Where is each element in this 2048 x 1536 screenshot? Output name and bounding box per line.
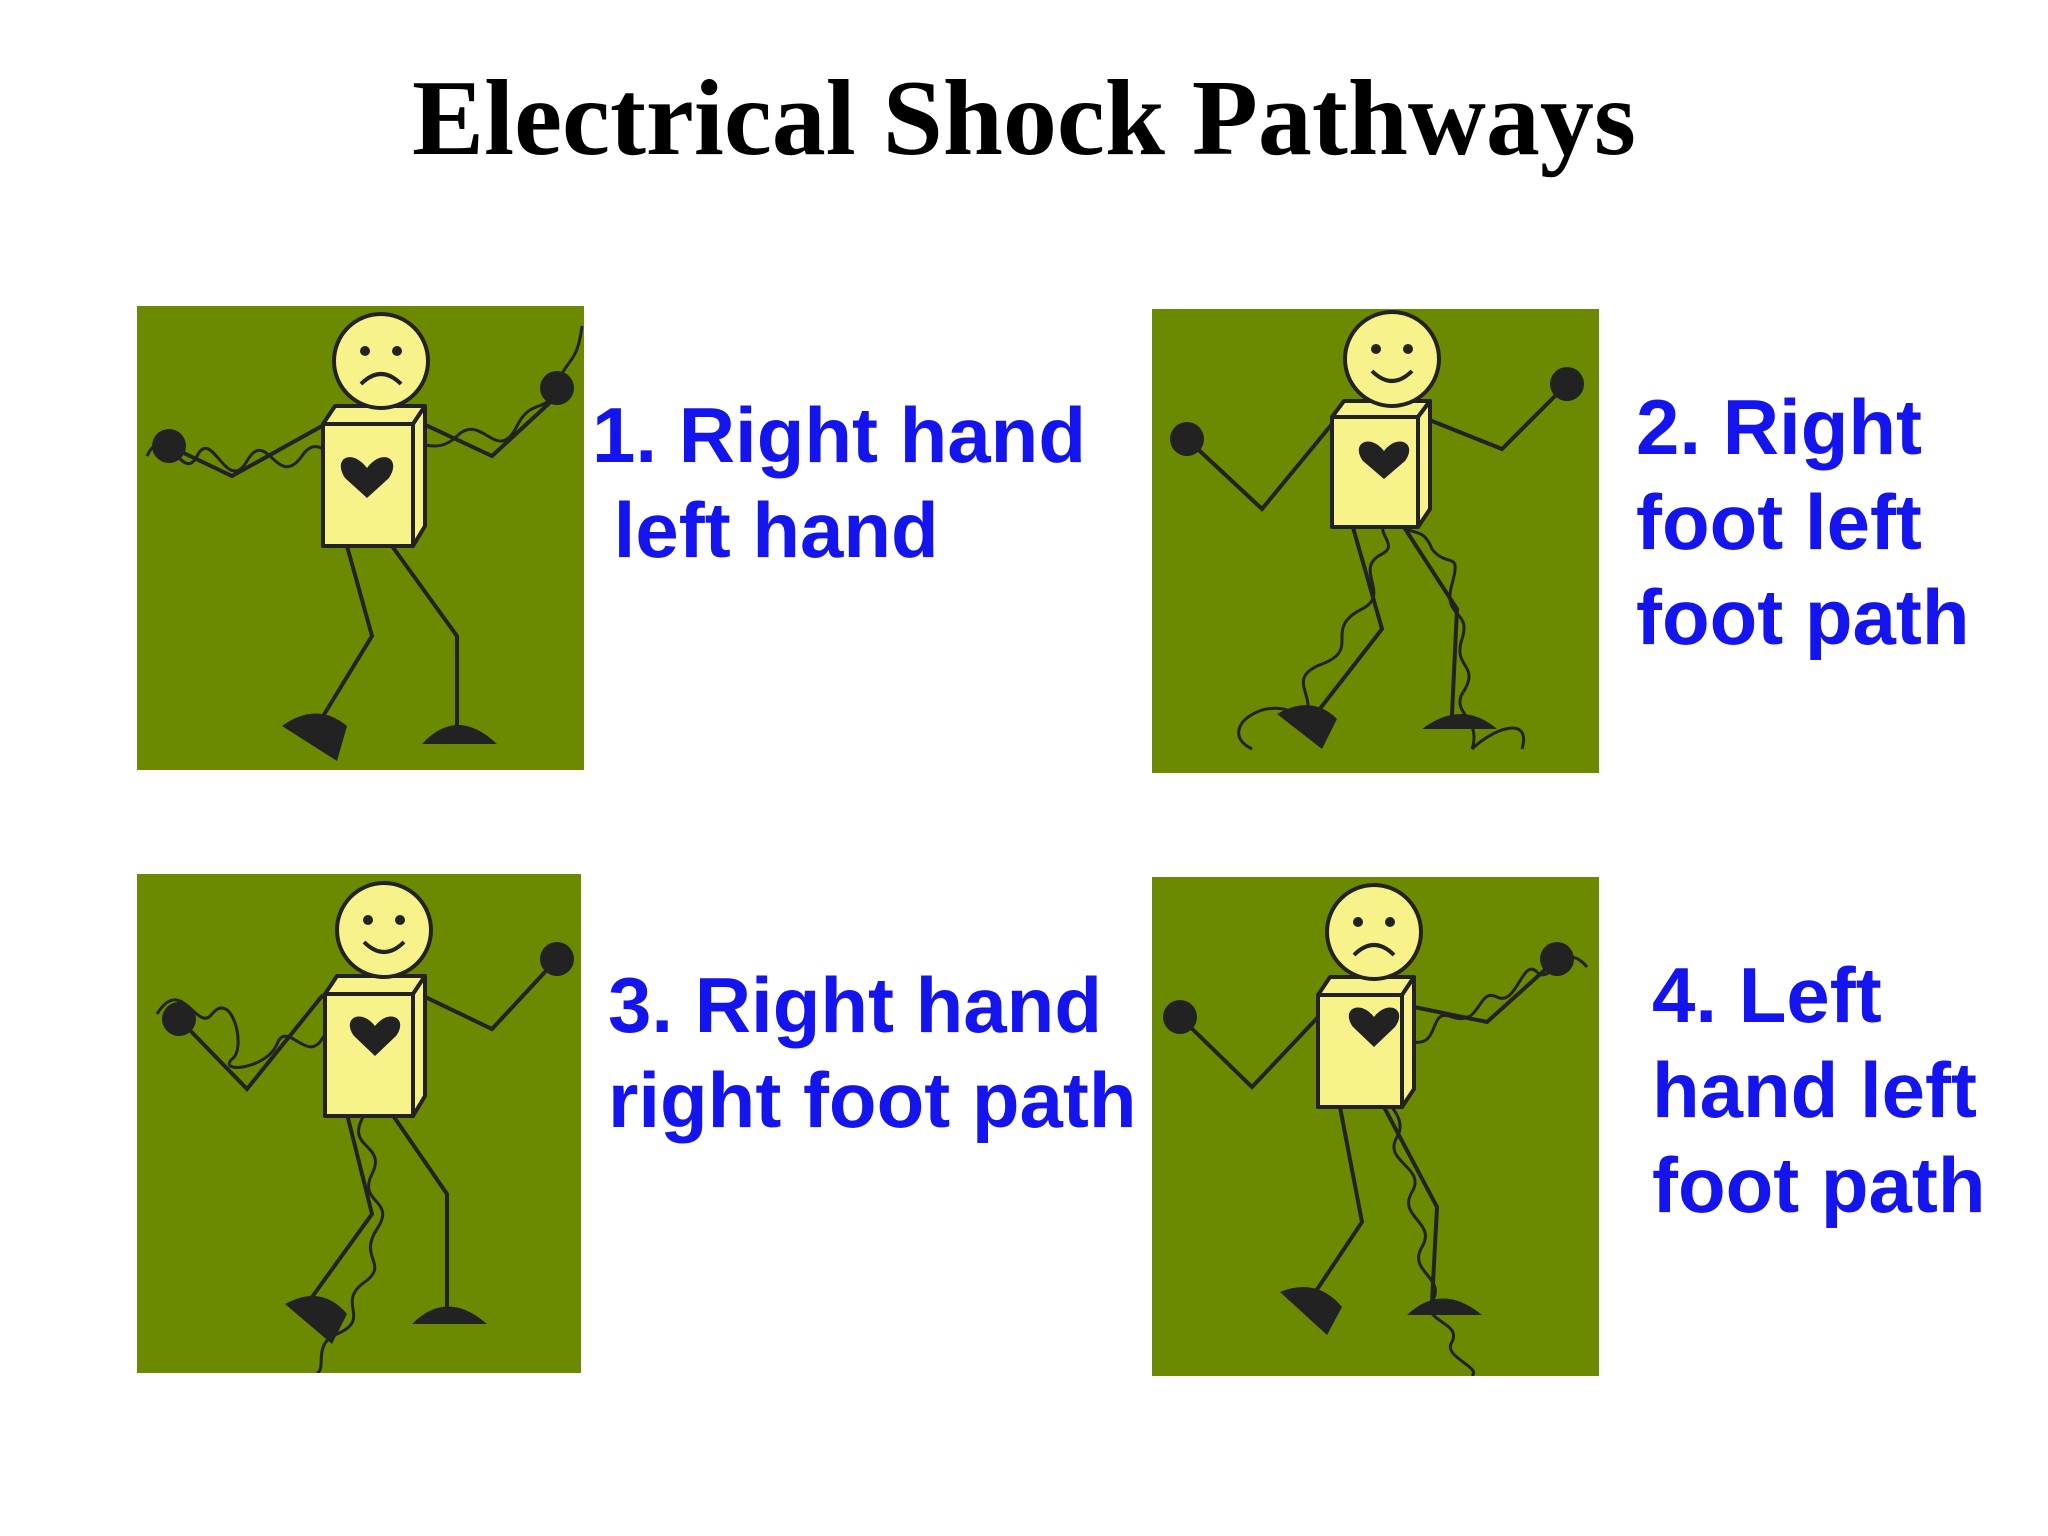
right-hand: [152, 429, 186, 463]
left-hand: [540, 942, 574, 976]
left-leg: [1400, 522, 1460, 716]
left-hand: [1550, 367, 1584, 401]
left-foot: [412, 1306, 487, 1324]
head: [335, 881, 433, 979]
left-hand: [1540, 942, 1574, 976]
right-foot: [285, 1296, 347, 1344]
stick-figure-illustration: [155, 881, 574, 1373]
stick-figure-illustration: [1170, 310, 1584, 751]
stick-figure-illustration: [1163, 883, 1589, 1376]
caption-1: 1. Right hand left hand: [592, 388, 1086, 578]
left-arm: [1425, 382, 1569, 452]
head: [332, 312, 430, 410]
left-eye: [360, 346, 370, 356]
right-leg: [1310, 1105, 1365, 1299]
caption-line: 3. Right hand: [608, 961, 1102, 1049]
right-foot: [282, 713, 347, 761]
happy-mouth: [362, 940, 406, 954]
right-arm: [167, 424, 324, 479]
sad-mouth: [359, 372, 403, 386]
caption-line: hand left: [1652, 1046, 1977, 1134]
left-hand: [540, 371, 574, 405]
head: [1343, 310, 1441, 408]
left-leg: [1382, 1105, 1440, 1304]
right-leg: [1310, 522, 1385, 721]
right-eye: [1403, 344, 1413, 354]
caption-line: 2. Right: [1636, 383, 1922, 471]
right-hand: [162, 1002, 196, 1036]
page-title: Electrical Shock Pathways: [412, 59, 1636, 178]
caption-line: 1. Right hand: [592, 391, 1086, 479]
right-arm: [177, 994, 324, 1093]
stick-figure-illustration: [145, 312, 584, 761]
right-hand: [1170, 422, 1204, 456]
panel-left-hand-left-foot: [1152, 877, 1599, 1376]
left-arm: [417, 957, 559, 1032]
right-eye: [395, 915, 405, 925]
heart-icon: [340, 457, 394, 498]
torso: [323, 992, 415, 1118]
left-arm: [1412, 957, 1559, 1025]
left-foot: [1422, 714, 1497, 729]
right-foot: [1280, 1287, 1342, 1335]
caption-4: 4. Left hand left foot path: [1652, 948, 1986, 1233]
caption-line: foot path: [1652, 1141, 1986, 1229]
panel-right-hand-left-hand: [137, 306, 584, 770]
heart-icon: [1348, 1007, 1400, 1047]
left-arm: [415, 394, 559, 459]
right-hand: [1163, 1000, 1197, 1034]
right-leg: [305, 1112, 375, 1306]
caption-2: 2. Right foot left foot path: [1636, 380, 1970, 665]
left-leg: [390, 544, 459, 728]
head: [1325, 883, 1423, 981]
happy-mouth: [1370, 369, 1414, 383]
right-eye: [392, 346, 402, 356]
torso: [1330, 415, 1420, 529]
left-leg: [390, 1112, 449, 1311]
right-leg: [315, 544, 375, 728]
caption-line: 4. Left: [1652, 951, 1882, 1039]
heart-icon: [1358, 441, 1410, 479]
caption-line: left hand: [592, 486, 939, 574]
right-foot: [1277, 705, 1337, 749]
caption-line: foot path: [1636, 573, 1970, 661]
left-foot: [1407, 1298, 1482, 1315]
left-foot: [422, 725, 497, 744]
panel-right-hand-right-foot: [137, 874, 581, 1373]
caption-3: 3. Right hand right foot path: [608, 958, 1137, 1148]
caption-line: foot left: [1636, 478, 1922, 566]
panel-right-foot-left-foot: [1152, 309, 1599, 773]
right-arm: [1185, 422, 1334, 512]
caption-line: right foot path: [608, 1056, 1137, 1144]
left-eye: [1353, 917, 1363, 927]
heart-icon: [349, 1016, 401, 1056]
right-arm: [1178, 1013, 1322, 1090]
left-eye: [363, 915, 373, 925]
torso-top: [323, 974, 427, 996]
right-eye: [1385, 917, 1395, 927]
sad-mouth: [1352, 943, 1396, 957]
left-eye: [1371, 344, 1381, 354]
